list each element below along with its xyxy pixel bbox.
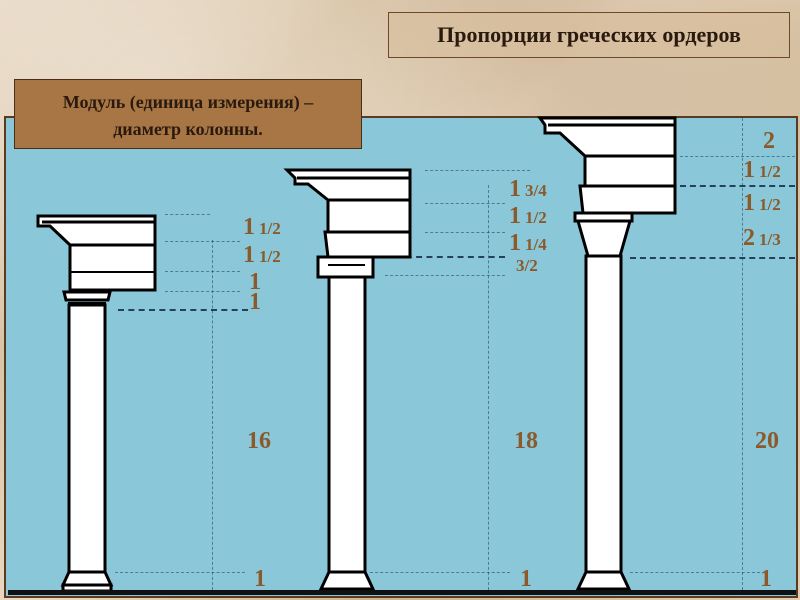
guide-line — [165, 291, 240, 292]
proportion-label: 1 1/2 — [743, 157, 781, 183]
guide-line — [370, 572, 510, 573]
guide-line-vertical — [212, 240, 213, 595]
ground-line — [8, 590, 796, 595]
guide-line-vertical — [488, 185, 489, 595]
shaft-height-label: 16 — [247, 428, 271, 454]
guide-line — [680, 185, 795, 187]
guide-line — [385, 256, 505, 258]
module-definition-note: Модуль (единица измерения) – диаметр кол… — [14, 79, 362, 149]
proportion-label: 1 1/2 — [743, 190, 781, 216]
guide-line — [165, 271, 240, 272]
proportion-label: 1 1/2 — [509, 203, 547, 229]
note-line-2: диаметр колонны. — [113, 119, 263, 139]
proportion-label: 1 1/2 — [243, 214, 281, 240]
shaft-height-label: 20 — [755, 428, 779, 454]
proportion-label: 1 1/2 — [243, 242, 281, 268]
proportion-label: 2 1/3 — [743, 225, 781, 251]
column-3-drawing — [537, 116, 677, 591]
note-line-1: Модуль (единица измерения) – — [62, 92, 314, 112]
base-height-label: 1 — [520, 566, 532, 592]
proportion-label: 1 3/4 — [509, 176, 547, 202]
proportion-label: 1 — [249, 269, 261, 295]
guide-line — [115, 572, 245, 573]
guide-line — [165, 214, 210, 215]
guide-line — [680, 156, 795, 157]
guide-line — [165, 241, 240, 242]
guide-line — [425, 203, 505, 204]
proportion-label: 3/2 — [516, 256, 538, 275]
slide-title: Пропорции греческих ордеров — [388, 12, 790, 58]
guide-line — [425, 170, 530, 171]
proportion-label: 1 1/4 — [509, 230, 547, 256]
guide-line — [425, 232, 505, 233]
base-height-label: 1 — [254, 566, 266, 592]
guide-line — [630, 257, 795, 259]
column-1-drawing — [36, 214, 157, 593]
guide-line — [118, 309, 248, 311]
guide-line-vertical — [742, 118, 743, 595]
proportion-label: 1 — [249, 289, 261, 315]
shaft-height-label: 18 — [514, 428, 538, 454]
guide-line — [630, 572, 760, 573]
guide-line — [385, 275, 505, 276]
proportion-label: 2 — [763, 128, 775, 154]
column-2-drawing — [283, 168, 412, 591]
base-height-label: 1 — [760, 566, 772, 592]
